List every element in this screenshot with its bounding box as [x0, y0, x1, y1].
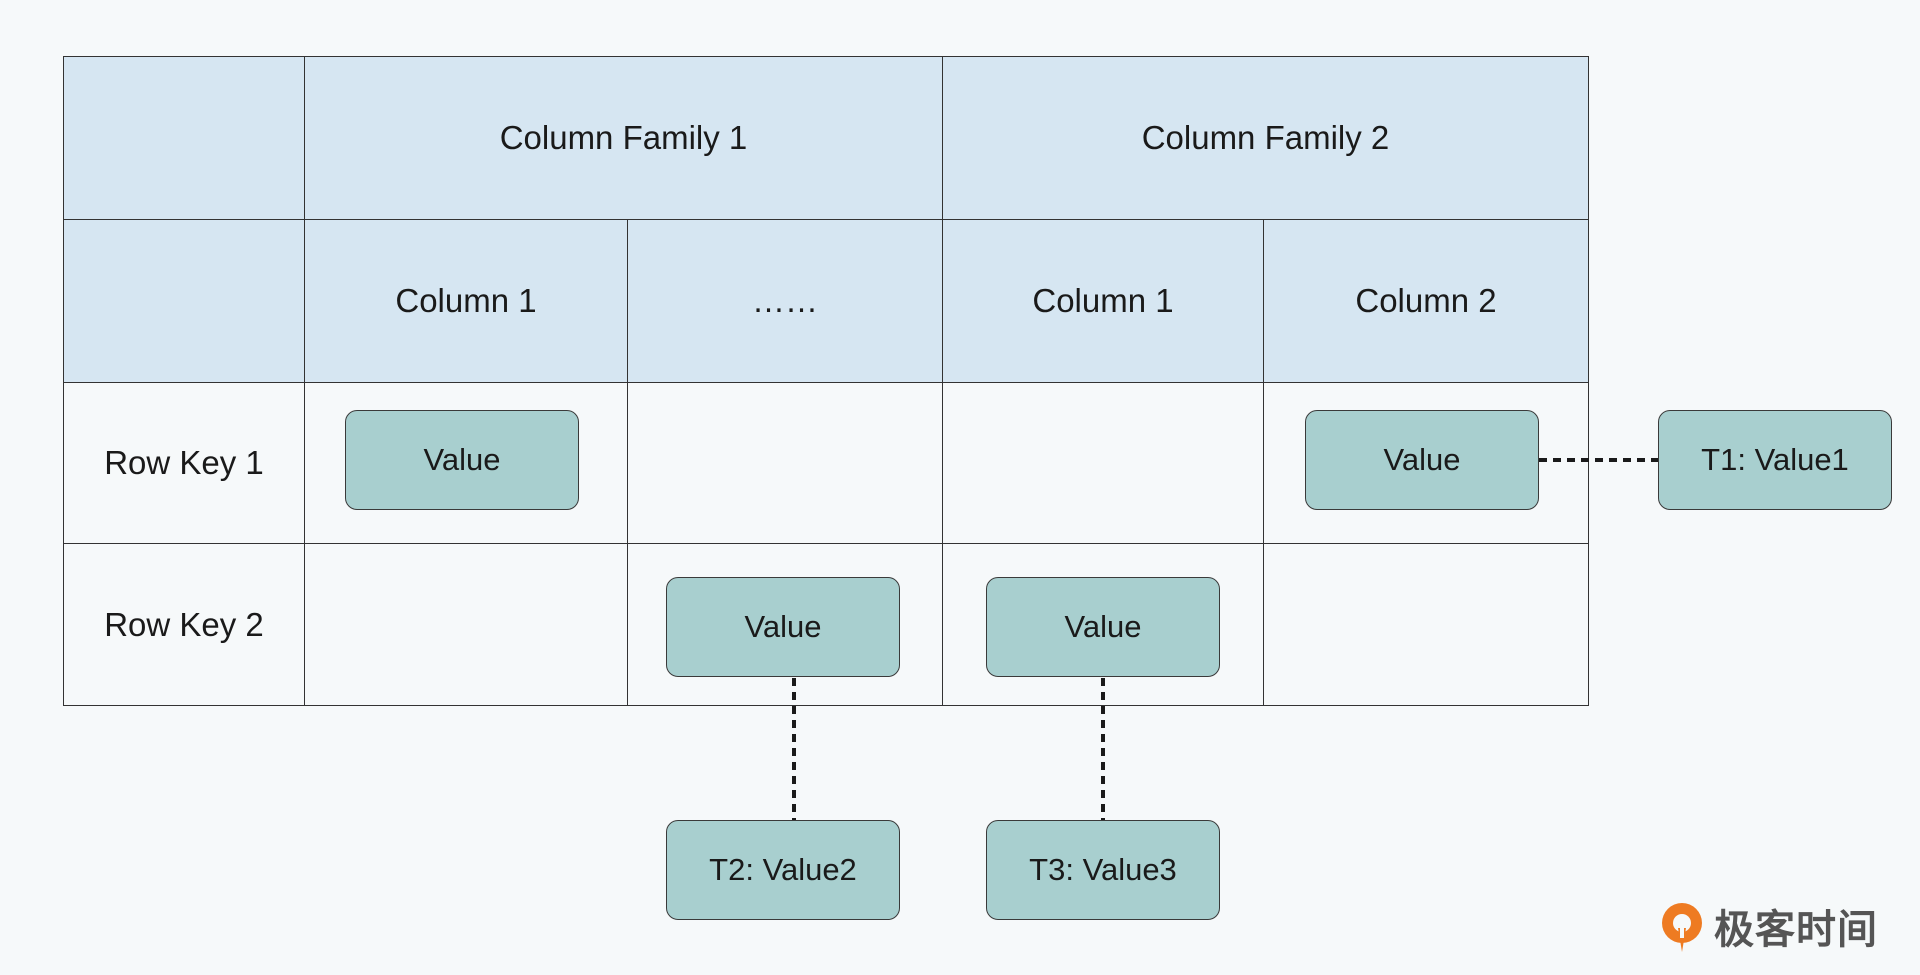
corner-cell-top: [63, 56, 305, 220]
row-key-label: Row Key 2: [63, 543, 305, 706]
version-box-t3: T3: Value3: [986, 820, 1220, 920]
geektime-logo: 极客时间: [1656, 898, 1878, 954]
table-cell: [942, 382, 1264, 544]
column-family-2-header: Column Family 2: [942, 56, 1589, 220]
geektime-logo-icon: [1662, 903, 1702, 952]
version-box-t1: T1: Value1: [1658, 410, 1892, 510]
value-box: Value: [666, 577, 900, 677]
corner-cell-bottom: [63, 219, 305, 383]
version-box-t2: T2: Value2: [666, 820, 900, 920]
column-family-1-header: Column Family 1: [304, 56, 943, 220]
value-box: Value: [345, 410, 579, 510]
column-header: ……: [627, 219, 943, 383]
column-header: Column 1: [942, 219, 1264, 383]
value-box: Value: [986, 577, 1220, 677]
table-cell: [304, 543, 628, 706]
column-header: Column 2: [1263, 219, 1589, 383]
value-box: Value: [1305, 410, 1539, 510]
table-cell: [627, 382, 943, 544]
row-key-label: Row Key 1: [63, 382, 305, 544]
logo-text: 极客时间: [1714, 907, 1878, 953]
column-header: Column 1: [304, 219, 628, 383]
table-cell: [1263, 543, 1589, 706]
